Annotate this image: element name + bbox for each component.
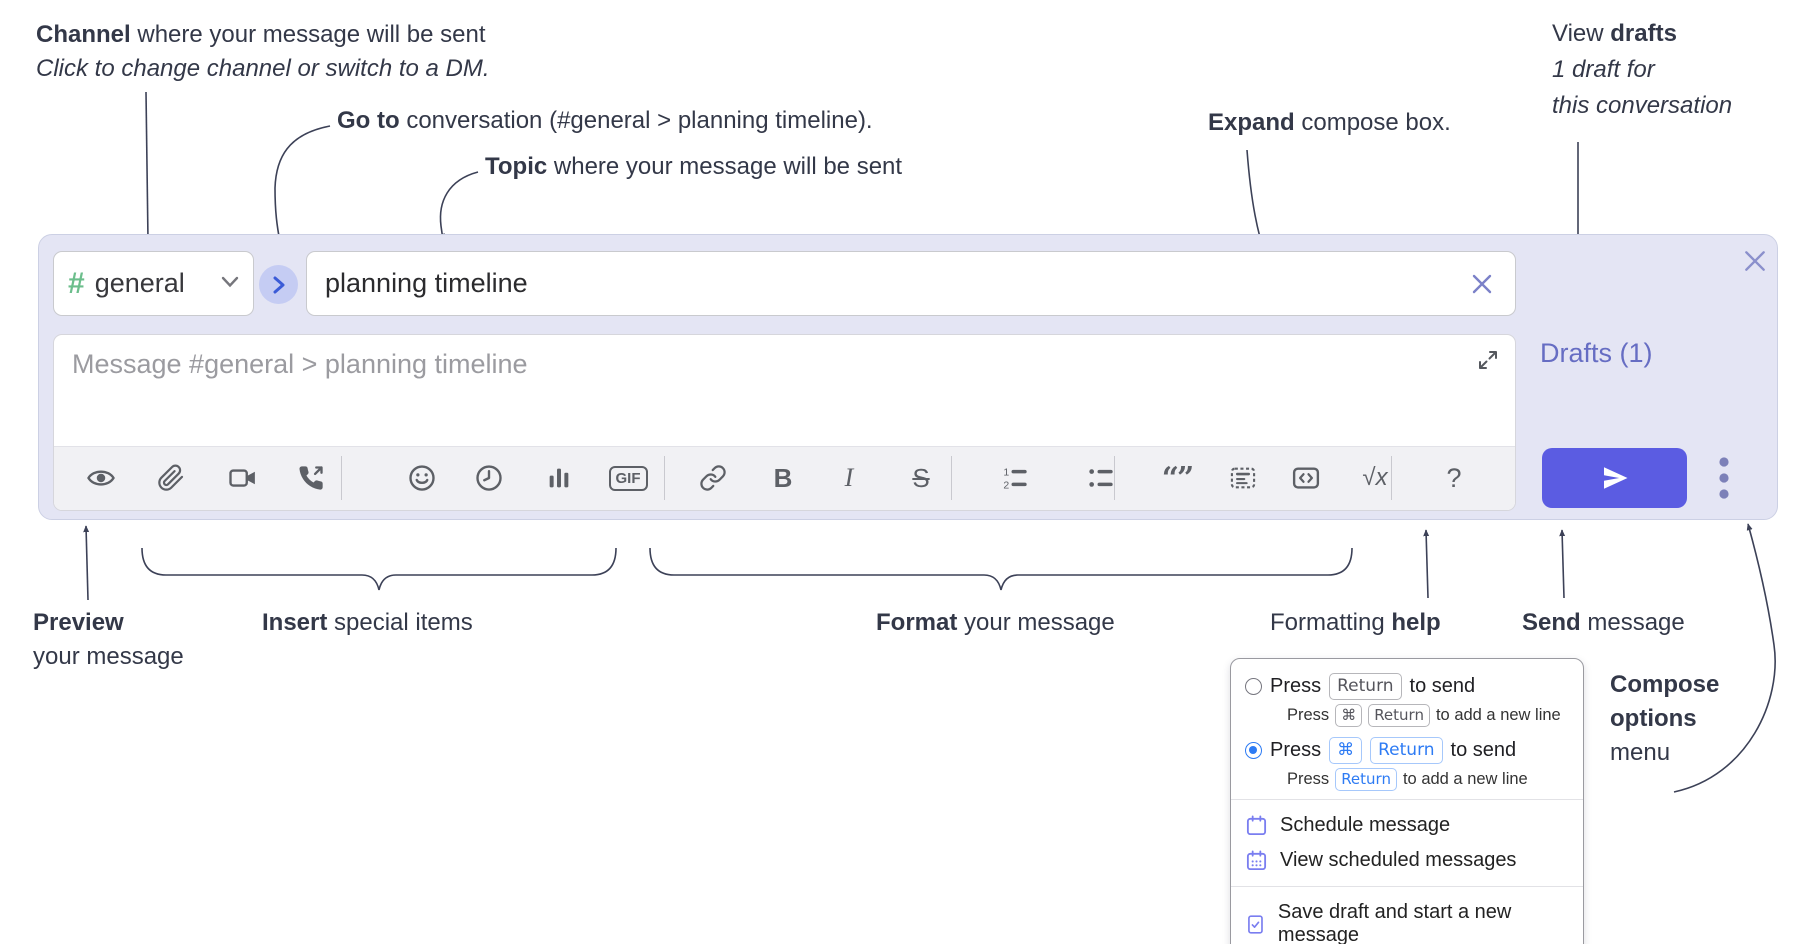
strikethrough-icon: S [912, 462, 930, 493]
numbered-list-icon: 12 [1003, 467, 1027, 492]
topic-input[interactable] [306, 251, 1516, 316]
compose-options-menu: Press Return to send Press ⌘ Return to a… [1230, 658, 1584, 944]
cmd-key: ⌘ [1335, 704, 1363, 727]
return-key: Return [1370, 737, 1443, 764]
drafts-link[interactable]: Drafts (1) [1540, 338, 1653, 368]
poll-button[interactable] [537, 456, 581, 500]
strikethrough-button[interactable]: S [899, 456, 943, 500]
video-camera-icon [229, 469, 255, 487]
go-to-conversation-button[interactable] [259, 265, 298, 304]
voice-call-button[interactable] [289, 456, 333, 500]
radio-selected[interactable] [1245, 742, 1262, 759]
message-textarea[interactable] [54, 335, 1515, 449]
emoji-button[interactable] [400, 456, 444, 500]
message-compose-area: GIF B I S 12 [53, 334, 1516, 511]
toolbar-divider [1391, 456, 1392, 500]
close-icon [1745, 251, 1765, 271]
bar-chart-icon [549, 468, 569, 488]
return-key: Return [1329, 673, 1402, 700]
calendar-icon [1246, 815, 1267, 836]
smiley-icon [409, 465, 435, 491]
bold-button[interactable]: B [761, 456, 805, 500]
bulleted-list-button[interactable] [1079, 456, 1123, 500]
compose-close-button[interactable] [1735, 241, 1775, 281]
code-icon [1292, 467, 1320, 489]
svg-text:2: 2 [1003, 480, 1009, 492]
spoiler-icon [1230, 467, 1256, 489]
channel-hash-icon: # [68, 266, 85, 300]
compose-box: # general [38, 234, 1778, 520]
channel-selector[interactable]: # general [53, 251, 254, 316]
expand-compose-button[interactable] [1471, 343, 1505, 377]
message-formatting-help-button[interactable]: ? [1432, 456, 1476, 500]
annotation-topic: Topic where your message will be sent [485, 153, 903, 180]
menu-item-schedule-message[interactable]: Schedule message [1231, 808, 1583, 843]
schedule-time-button[interactable] [467, 456, 511, 500]
channel-name: general [94, 268, 185, 298]
math-icon: √x [1362, 464, 1388, 491]
send-shortcut-option-return[interactable]: Press Return to send Press ⌘ Return to a… [1231, 671, 1583, 727]
send-shortcut-option-cmd-return[interactable]: Press ⌘ Return to send Press Return to a… [1231, 735, 1583, 791]
bold-icon: B [773, 462, 793, 493]
file-check-icon [1248, 914, 1263, 934]
toolbar-divider [341, 456, 342, 500]
toolbar-divider [1114, 456, 1115, 500]
italic-icon: I [844, 463, 854, 492]
toolbar-divider [951, 456, 952, 500]
menu-item-save-draft-new-message[interactable]: Save draft and start a new message [1231, 895, 1583, 944]
eye-icon [87, 470, 115, 486]
annotation-format: Format your message [876, 609, 1115, 636]
expand-icon [1479, 351, 1497, 369]
send-button[interactable] [1542, 448, 1687, 508]
annotation-expand: Expand compose box. [1208, 109, 1451, 136]
compose-options-menu-button[interactable] [1712, 455, 1736, 501]
code-button[interactable] [1284, 456, 1328, 500]
quote-icon: “” [1161, 460, 1194, 496]
preview-button[interactable] [79, 456, 123, 500]
annotation-view-drafts: View drafts 1 draft for this conversatio… [1552, 20, 1733, 119]
gif-icon: GIF [608, 465, 648, 491]
paperclip-icon [158, 464, 184, 491]
menu-divider [1231, 886, 1583, 887]
toolbar-divider [664, 456, 665, 500]
send-plane-icon [1603, 467, 1627, 489]
close-icon [1472, 274, 1492, 294]
spoiler-button[interactable] [1221, 456, 1265, 500]
bulleted-list-icon [1089, 469, 1113, 487]
radio-unselected[interactable] [1245, 678, 1262, 695]
quote-button[interactable]: “” [1155, 456, 1199, 500]
menu-divider [1231, 799, 1583, 800]
return-key: Return [1335, 768, 1397, 791]
chevron-down-icon [221, 275, 239, 293]
question-mark-icon: ? [1446, 462, 1462, 493]
topic-clear-button[interactable] [1463, 265, 1501, 303]
vertical-ellipsis-icon [1719, 457, 1729, 499]
clock-icon [476, 465, 502, 491]
annotation-channel: Channel where your message will be sent … [36, 21, 490, 82]
link-button[interactable] [691, 456, 735, 500]
calendar-grid-icon [1246, 850, 1267, 871]
annotation-insert: Insert special items [262, 609, 473, 636]
annotation-goto: Go to conversation (#general > planning … [337, 107, 873, 134]
return-key: Return [1368, 704, 1430, 727]
menu-item-view-scheduled-messages[interactable]: View scheduled messages [1231, 843, 1583, 878]
gif-button[interactable]: GIF [606, 456, 650, 500]
attach-file-button[interactable] [149, 456, 193, 500]
link-icon [700, 465, 726, 491]
annotation-send: Send message [1522, 609, 1685, 636]
phone-outgoing-icon [299, 466, 323, 490]
cmd-key: ⌘ [1329, 737, 1363, 764]
annotation-preview: Preview your message [33, 609, 184, 670]
svg-text:1: 1 [1003, 467, 1009, 479]
math-button[interactable]: √x [1353, 456, 1397, 500]
annotation-compose-options: Compose options menu [1610, 671, 1720, 766]
video-call-button[interactable] [221, 456, 265, 500]
chevron-right-icon [273, 276, 284, 293]
italic-button[interactable]: I [827, 456, 871, 500]
annotation-formatting-help: Formatting help [1270, 609, 1441, 636]
